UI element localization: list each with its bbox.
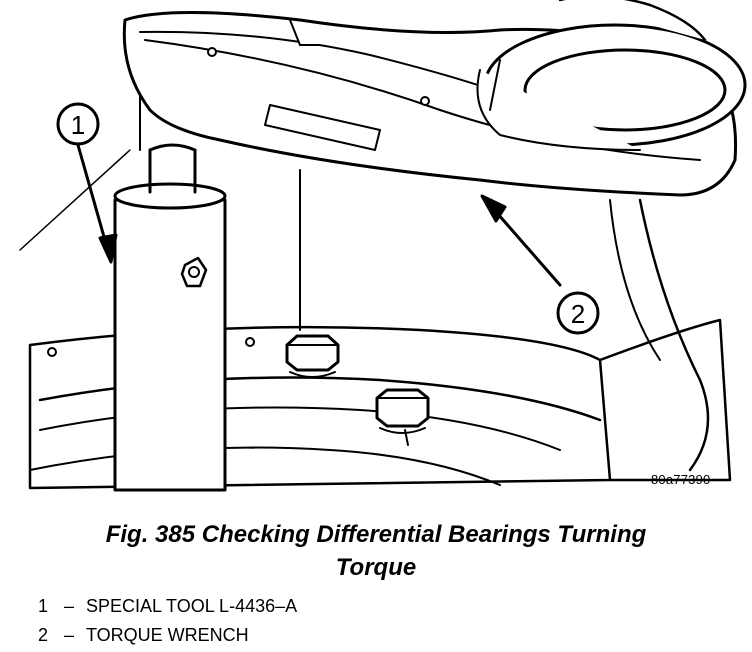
figure-caption: Fig. 385 Checking Differential Bearings … bbox=[0, 518, 752, 584]
legend-number: 2 bbox=[38, 625, 49, 645]
caption-line-1: Fig. 385 Checking Differential Bearings … bbox=[105, 521, 647, 548]
special-tool-cylinder bbox=[113, 143, 227, 492]
callout-arrow-2 bbox=[480, 194, 562, 287]
legend-text: SPECIAL TOOL L-4436–A bbox=[86, 596, 298, 616]
legend-item: 2–TORQUE WRENCH bbox=[38, 621, 297, 650]
caption-line-2: Torque bbox=[335, 554, 417, 581]
callout-circle-1 bbox=[56, 102, 100, 146]
legend: 1–SPECIAL TOOL L-4436–A 2–TORQUE WRENCH bbox=[38, 592, 297, 650]
callout-label-1: 1 bbox=[71, 110, 85, 140]
technical-illustration: 1 2 bbox=[19, 0, 747, 492]
callout-label-2: 2 bbox=[571, 299, 585, 329]
legend-item: 1–SPECIAL TOOL L-4436–A bbox=[38, 592, 297, 621]
legend-dash: – bbox=[63, 596, 74, 616]
wrench-dial bbox=[476, 0, 747, 151]
figure-code: 80a77390 bbox=[651, 472, 711, 487]
legend-dash: – bbox=[63, 625, 74, 645]
callout-circle-2 bbox=[556, 291, 600, 335]
legend-text: TORQUE WRENCH bbox=[86, 625, 249, 645]
legend-number: 1 bbox=[38, 596, 49, 616]
callout-arrow-1 bbox=[76, 143, 118, 264]
bolt-2 bbox=[375, 388, 430, 446]
bolt-1 bbox=[285, 334, 340, 378]
